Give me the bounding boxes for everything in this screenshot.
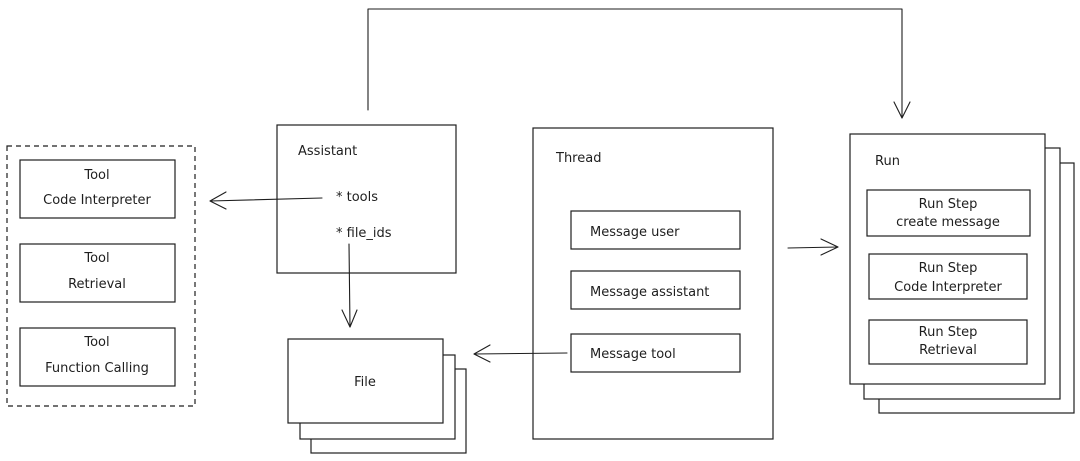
tools-dashed-border [6, 145, 196, 407]
tool-code-interpreter-box: Tool Code Interpreter [19, 159, 176, 219]
message-assistant-label: Message assistant [590, 285, 709, 300]
connector-arrows [209, 8, 911, 363]
run-step-retrieval-box: Run Step Retrieval [868, 319, 1028, 365]
thread-box: Thread Message user Message assistant Me… [532, 127, 774, 440]
message-assistant-box: Message assistant [570, 270, 741, 310]
arrow-thread-to-run-line [787, 246, 839, 249]
message-user-rect [570, 210, 741, 250]
arrow-file-ids-to-file-head [341, 309, 358, 328]
arrow-assistant-to-tools-line [209, 197, 323, 202]
file-label: File [354, 375, 376, 390]
arrow-thread-to-run-head [820, 238, 839, 256]
tool-code-interpreter-name: Code Interpreter [43, 193, 151, 208]
tool-code-interpreter-rect [19, 159, 176, 219]
tool-retrieval-title: Tool [83, 251, 109, 266]
tool-function-calling-box: Tool Function Calling [19, 327, 176, 387]
run-step-code-interpreter-title: Run Step [919, 261, 978, 276]
tool-function-calling-rect [19, 327, 176, 387]
message-assistant-rect [570, 270, 741, 310]
run-step-code-interpreter-rect [868, 253, 1028, 300]
tools-group: Tool Code Interpreter Tool Retrieval Too… [6, 145, 196, 407]
tool-function-calling-name: Function Calling [45, 361, 149, 376]
file-stack-front [287, 338, 444, 424]
run-stack: Run Run Step create message Run Step Cod… [849, 133, 1075, 414]
run-step-code-interpreter-name: Code Interpreter [894, 280, 1002, 295]
arrow-assistant-to-run [367, 8, 911, 119]
arrow-assistant-to-run-head [893, 101, 911, 119]
run-step-create-message-name: create message [896, 215, 1000, 230]
message-tool-label: Message tool [590, 347, 676, 362]
message-tool-box: Message tool [570, 333, 741, 373]
run-step-create-message-box: Run Step create message [866, 189, 1031, 237]
tool-retrieval-rect [19, 243, 176, 303]
tool-retrieval-box: Tool Retrieval [19, 243, 176, 303]
arrow-file-ids-to-file-line [348, 243, 351, 328]
arrow-assistant-to-tools-head [209, 191, 227, 210]
thread-title: Thread [555, 151, 601, 166]
arrow-thread-to-run [787, 238, 839, 256]
tool-code-interpreter-title: Tool [83, 168, 109, 183]
arrow-assistant-to-tools [209, 191, 323, 210]
run-step-retrieval-name: Retrieval [919, 343, 977, 358]
arrow-message-tool-to-file-line [473, 352, 568, 355]
run-step-create-message-rect [866, 189, 1031, 237]
message-user-label: Message user [590, 225, 680, 240]
file-stack: File [287, 338, 467, 454]
arrow-message-tool-to-file [473, 344, 568, 363]
tool-function-calling-title: Tool [83, 335, 109, 350]
arrow-file-ids-to-file [341, 243, 358, 328]
run-step-retrieval-title: Run Step [919, 325, 978, 340]
tool-retrieval-name: Retrieval [68, 277, 126, 292]
run-step-create-message-title: Run Step [919, 197, 978, 212]
assistant-title: Assistant [298, 144, 357, 159]
run-step-code-interpreter-box: Run Step Code Interpreter [868, 253, 1028, 300]
arrow-message-tool-to-file-head [473, 344, 491, 363]
assistant-item-file-ids: * file_ids [336, 226, 392, 241]
message-tool-rect [570, 333, 741, 373]
run-title: Run [875, 154, 900, 169]
assistant-item-tools: * tools [336, 190, 378, 205]
run-step-retrieval-rect [868, 319, 1028, 365]
message-user-box: Message user [570, 210, 741, 250]
arrow-assistant-to-run-line [367, 8, 903, 119]
